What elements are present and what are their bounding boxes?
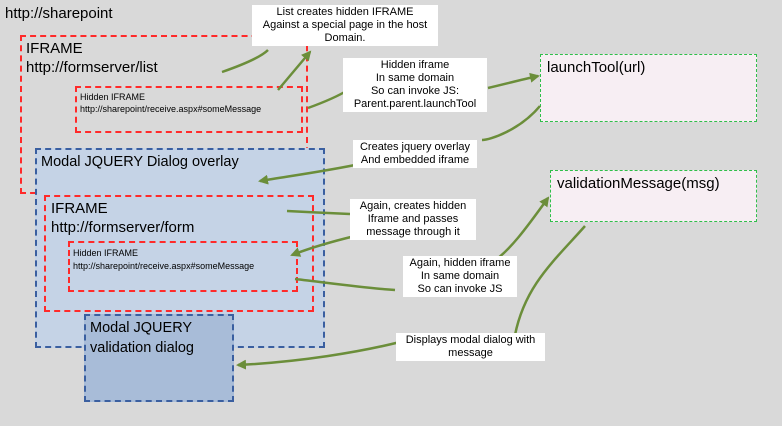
connector-list-callout [221, 49, 269, 74]
connector-hidden-callout [307, 88, 349, 110]
hidden-iframe-form-box [68, 241, 298, 292]
host-label: http://sharepoint [5, 5, 113, 22]
callout-creates-overlay: Creates jquery overlay And embedded ifra… [353, 140, 477, 168]
callout-displays-modal: Displays modal dialog with message [396, 333, 545, 361]
iframe-list-title: IFRAME [26, 40, 83, 57]
validation-dialog-box [84, 314, 234, 402]
connector-hidden-form-callout [294, 277, 396, 292]
arrow-to-hidden-form [290, 234, 356, 257]
connector-validation-callout [513, 225, 586, 336]
connector-launch-callout [481, 105, 541, 142]
arrow-to-validation-dialog [236, 340, 401, 370]
callout-again-creates: Again, creates hidden Iframe and passes … [350, 199, 476, 240]
validation-message-box: validationMessage(msg) [550, 170, 757, 222]
validation-dialog-line2: validation dialog [90, 340, 194, 356]
arrow-to-launch-tool [487, 72, 540, 90]
hidden-iframe-form-url: http://sharepoint/receive.aspx#someMessa… [73, 261, 255, 271]
iframe-form-title: IFRAME [51, 200, 108, 217]
iframe-form-box [44, 195, 314, 312]
arrow-list-to-hidden [277, 50, 312, 91]
iframe-form-url: http://formserver/form [51, 219, 195, 236]
launch-tool-box: launchTool(url) [540, 54, 757, 122]
iframe-list-url: http://formserver/list [26, 59, 158, 76]
hidden-iframe-list-url: http://sharepoint/receive.aspx#someMessa… [80, 104, 262, 114]
arrow-to-overlay [258, 163, 356, 185]
modal-overlay-title: Modal JQUERY Dialog overlay [41, 154, 239, 170]
hidden-iframe-list-box [75, 86, 303, 133]
callout-again-hidden: Again, hidden iframe In same domain So c… [403, 256, 517, 297]
callout-hidden-same-domain: Hidden iframe In same domain So can invo… [343, 58, 487, 112]
hidden-iframe-form-title: Hidden IFRAME [73, 248, 139, 258]
arrow-to-validation-message [492, 196, 550, 264]
callout-list-creates: List creates hidden IFRAME Against a spe… [252, 5, 438, 46]
validation-dialog-line1: Modal JQUERY [90, 320, 193, 336]
hidden-iframe-list-title: Hidden IFRAME [80, 92, 146, 102]
connector-form-callout [286, 209, 351, 216]
